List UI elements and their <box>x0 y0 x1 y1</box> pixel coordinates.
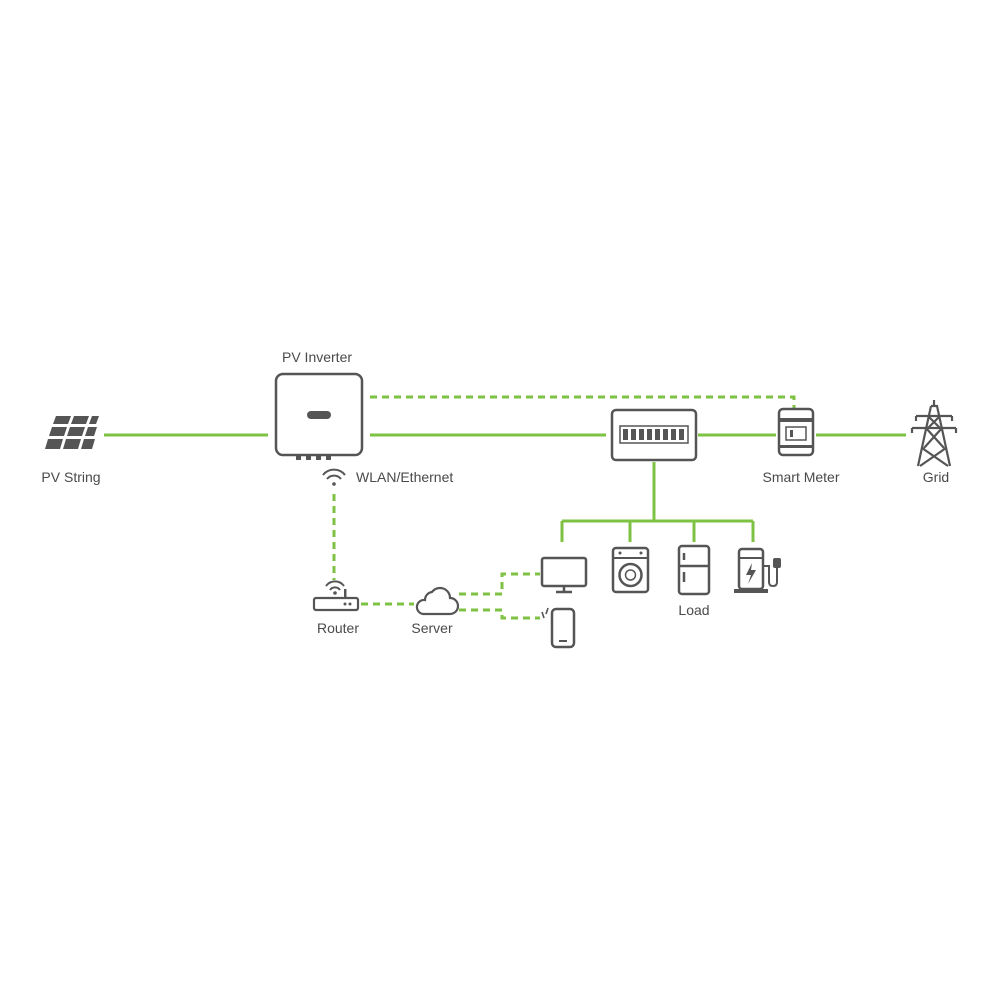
solar-panel-icon <box>45 416 99 449</box>
power-line-load-branch <box>560 462 755 542</box>
washing-machine-icon <box>611 546 650 594</box>
comm-line-server-to-monitor <box>459 572 540 596</box>
smartphone-icon <box>541 607 576 649</box>
comm-line-server-to-phone <box>459 608 540 620</box>
smart-meter-label: Smart Meter <box>762 469 840 485</box>
server-label: Server <box>411 620 453 636</box>
grid-label: Grid <box>922 469 950 485</box>
ev-charger-icon <box>734 547 781 593</box>
refrigerator-icon <box>677 544 711 596</box>
wifi-icon <box>322 468 346 486</box>
transmission-tower-icon <box>910 400 958 467</box>
distribution-box-icon <box>610 408 698 462</box>
load-label: Load <box>678 602 710 618</box>
monitor-icon <box>540 556 588 594</box>
router-icon <box>312 580 360 612</box>
cloud-icon <box>415 586 460 616</box>
pv-string-label: PV String <box>41 469 101 485</box>
pv-inverter-label: PV Inverter <box>281 349 353 365</box>
comm-line-inverter-to-meter <box>370 395 796 408</box>
wlan-ethernet-label: WLAN/Ethernet <box>356 469 454 485</box>
router-label: Router <box>316 620 360 636</box>
smart-meter-icon <box>777 407 815 457</box>
inverter-icon <box>274 372 364 460</box>
